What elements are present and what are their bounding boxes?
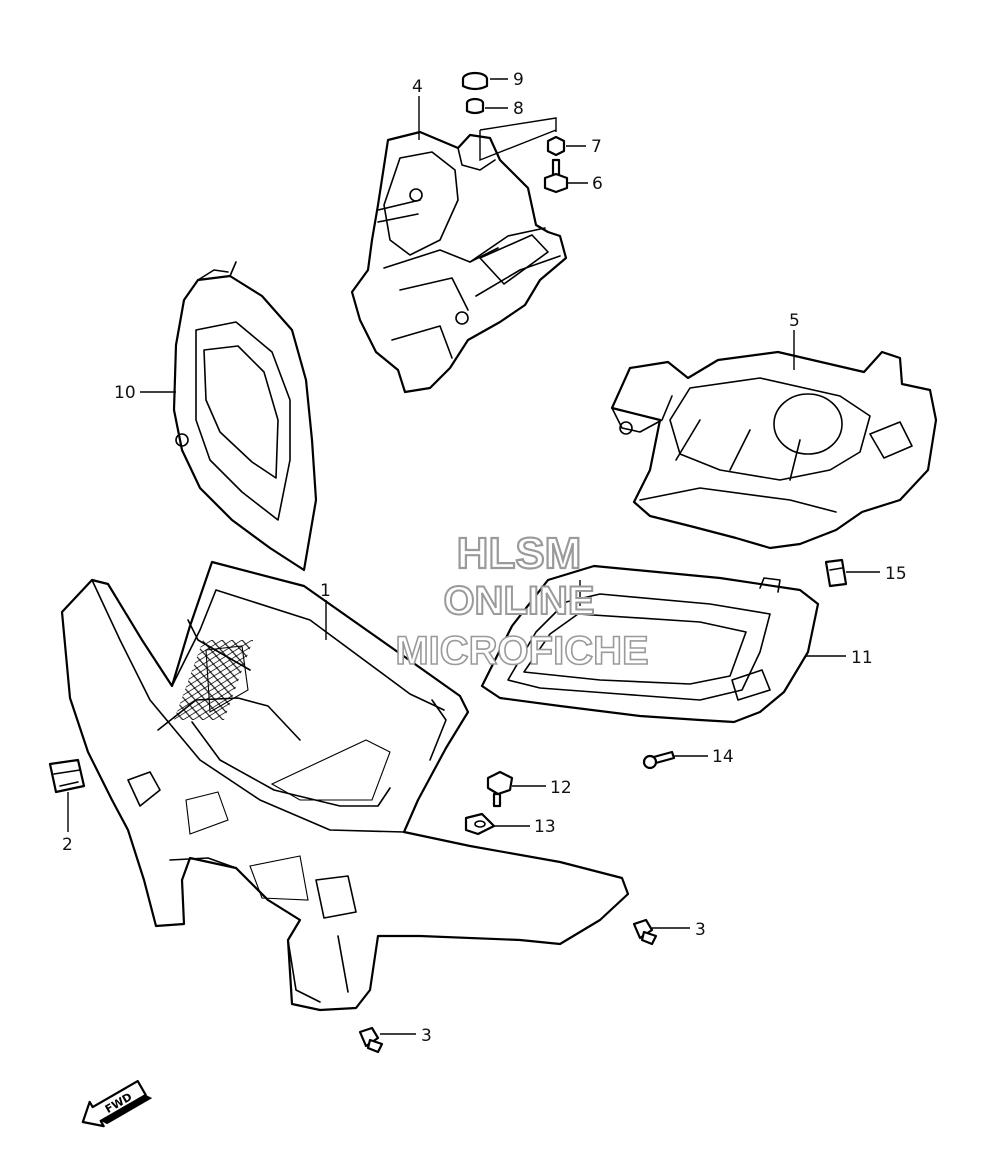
callout-6: 6 xyxy=(592,174,603,194)
part-2-clip xyxy=(48,758,86,794)
callout-2: 2 xyxy=(62,835,73,855)
callout-11: 11 xyxy=(851,648,873,668)
callout-1: 1 xyxy=(320,581,331,601)
watermark: HLSM ONLINE MICROFICHE xyxy=(395,528,650,674)
callout-3-right: 3 xyxy=(695,920,706,940)
callout-10: 10 xyxy=(114,383,136,403)
part-12-screw xyxy=(486,770,514,808)
callout-13: 13 xyxy=(534,817,556,837)
callout-3-bottom: 3 xyxy=(421,1026,432,1046)
callout-7: 7 xyxy=(591,137,602,157)
part-3-rivet-bottom xyxy=(358,1026,384,1054)
callout-14: 14 xyxy=(712,747,734,767)
callout-15: 15 xyxy=(885,564,907,584)
watermark-line-1: HLSM xyxy=(457,529,582,578)
callout-5: 5 xyxy=(789,311,800,331)
watermark-line-3: MICROFICHE xyxy=(395,629,648,673)
part-11-headlight-rim-right xyxy=(480,564,820,724)
fwd-arrow-icon: FWD xyxy=(81,1079,153,1128)
part-5-headlight-bracket-right xyxy=(610,350,938,550)
part-7-nut xyxy=(546,135,566,157)
part-10-headlight-rim-left xyxy=(172,261,318,572)
part-6-bolt xyxy=(543,158,569,194)
callout-8: 8 xyxy=(513,99,524,119)
part-3-rivet-right xyxy=(632,918,658,946)
part-14-screw xyxy=(642,750,676,770)
part-9-grommet xyxy=(461,71,489,91)
part-15-clip xyxy=(824,558,848,588)
part-8-collar xyxy=(465,97,485,115)
watermark-line-2: ONLINE xyxy=(443,579,594,623)
callout-12: 12 xyxy=(550,778,572,798)
part-1-front-fender xyxy=(60,560,630,1012)
part-13-grommet xyxy=(464,812,496,836)
callout-4: 4 xyxy=(412,77,423,97)
callout-9: 9 xyxy=(513,70,524,90)
part-4-headlight-housing xyxy=(350,130,568,394)
